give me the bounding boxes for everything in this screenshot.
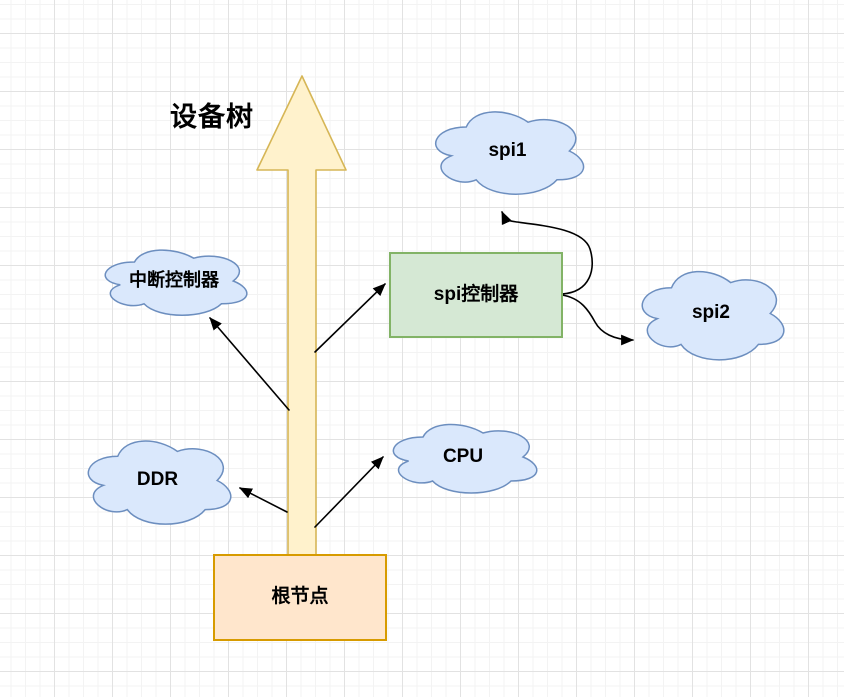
node-spi1[interactable]: spi1 <box>425 103 590 199</box>
node-spi-controller-label: spi控制器 <box>433 283 519 305</box>
node-interrupt-controller[interactable]: 中断控制器 <box>95 243 253 319</box>
node-spi1-label: spi1 <box>488 139 527 161</box>
node-spi2[interactable]: spi2 <box>632 262 790 365</box>
node-ddr[interactable]: DDR <box>78 432 237 529</box>
edge-root-to-cpu[interactable] <box>314 456 384 528</box>
edge-spi-controller-to-spi2[interactable] <box>561 294 635 346</box>
node-cpu-label: CPU <box>442 445 484 467</box>
node-root[interactable]: 根节点 <box>213 554 387 641</box>
edge-root-to-spi-controller[interactable] <box>314 283 386 353</box>
cloud-icon <box>632 262 790 365</box>
node-cpu[interactable]: CPU <box>383 417 543 497</box>
node-interrupt-controller-label: 中断控制器 <box>129 270 219 291</box>
edge-root-to-ddr[interactable] <box>239 487 288 513</box>
cloud-icon <box>425 103 590 199</box>
node-root-label: 根节点 <box>271 586 329 608</box>
node-ddr-label: DDR <box>136 469 179 491</box>
edge-spi-controller-to-spi1[interactable] <box>501 211 594 295</box>
node-spi-controller[interactable]: spi控制器 <box>389 252 563 338</box>
diagram-title: 设备树 <box>170 102 254 132</box>
node-spi2-label: spi2 <box>691 302 731 324</box>
edge-root-to-interrupt-controller[interactable] <box>209 317 290 411</box>
cloud-icon <box>383 417 543 497</box>
cloud-icon <box>95 243 253 319</box>
cloud-icon <box>78 432 237 529</box>
